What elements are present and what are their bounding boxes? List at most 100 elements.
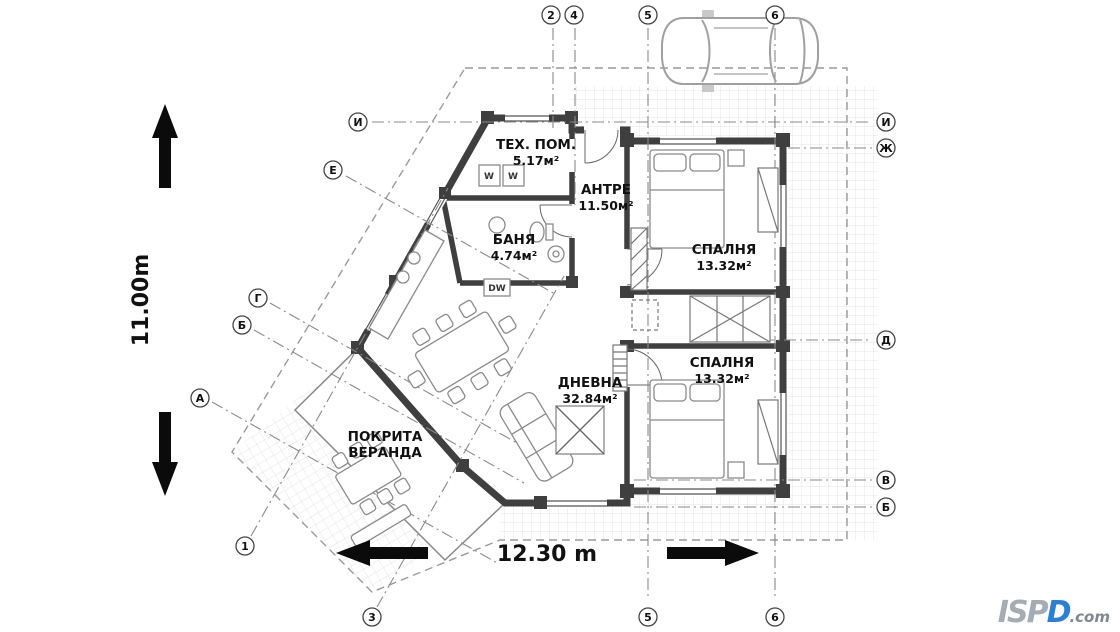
axis-mark-left-b: Б — [232, 315, 252, 335]
window-glass — [365, 115, 787, 507]
room-living-area: 32.84м² — [562, 391, 617, 406]
builtin-cabinets — [612, 167, 779, 465]
axis-mark-right-i: И — [876, 112, 896, 132]
lot-boundary — [231, 67, 848, 593]
axis-mark-left-a: А — [190, 388, 210, 408]
room-bedroom1-name: СПАЛНЯ — [692, 242, 757, 258]
room-tech-area: 5.17м² — [513, 153, 560, 168]
room-bedroom2-name: СПАЛНЯ — [690, 355, 755, 371]
coffee-table — [555, 405, 605, 455]
axis-mark-bottom-3: 3 — [362, 607, 382, 627]
axis-mark-top-4: 4 — [564, 5, 584, 25]
washer-box — [478, 164, 501, 187]
room-hall-name: АНТРЕ — [581, 182, 631, 198]
bed-2 — [649, 379, 745, 479]
svg-text:5: 5 — [644, 611, 652, 624]
axis-mark-left-i: И — [348, 112, 368, 132]
sink — [488, 216, 506, 234]
svg-text:2: 2 — [547, 9, 555, 22]
entrance-opening — [584, 124, 620, 136]
room-bedroom1-area: 13.32м² — [696, 258, 751, 273]
sofa — [499, 392, 574, 482]
axis-mark-top-5: 5 — [638, 5, 658, 25]
axis-mark-top-6: 6 — [765, 5, 785, 25]
car-trunk-line — [799, 18, 806, 84]
vertical-dimension: 11.00m — [129, 104, 178, 496]
horizontal-dimension-label: 12.30 m — [497, 542, 597, 567]
axis-mark-top-2: 2 — [541, 5, 561, 25]
svg-text:1: 1 — [241, 540, 249, 553]
axis-mark-left-g: Г — [248, 288, 268, 308]
bed-1 — [649, 149, 745, 249]
dishwasher-label: DW — [488, 284, 505, 294]
svg-text:Г: Г — [254, 292, 261, 305]
axis-mark-right-v: В — [876, 470, 896, 490]
axis-mark-right-b: Б — [876, 497, 896, 517]
veranda-furniture — [331, 431, 412, 548]
axis-mark-right-d: Д — [876, 330, 896, 350]
axis-mark-right-zh: Ж — [876, 138, 896, 158]
bench — [350, 504, 412, 548]
room-veranda-line2: ВЕРАНДА — [348, 445, 422, 461]
dishwasher-box — [483, 278, 511, 297]
svg-text:И: И — [881, 116, 890, 129]
room-tech-name: ТЕХ. ПОМ. — [496, 137, 576, 153]
svg-text:3: 3 — [368, 611, 376, 624]
room-bath-name: БАНЯ — [493, 232, 535, 248]
vertical-dimension-label: 11.00m — [129, 254, 154, 347]
washer-box — [502, 164, 525, 187]
svg-text:А: А — [196, 392, 205, 405]
svg-text:Ж: Ж — [879, 142, 893, 155]
car-roof-lines — [714, 27, 768, 75]
arrow-right — [725, 540, 759, 566]
car-rear-window — [769, 19, 777, 83]
room-bedroom2-area: 13.32м² — [694, 371, 749, 386]
kitchen-counter — [368, 229, 511, 340]
toilet — [529, 221, 545, 243]
car-body — [661, 17, 819, 85]
burner — [396, 270, 410, 284]
nightstand — [727, 149, 745, 167]
washer1-label: W — [484, 172, 494, 182]
axis-marks: 2 4 5 6 1 3 5 6 И Е Г Б А И Ж Д В Б — [190, 5, 896, 627]
logo-suffix: .com — [1069, 608, 1110, 626]
room-labels: ТЕХ. ПОМ. 5.17м² АНТРЕ 11.50м² БАНЯ 4.74… — [348, 137, 757, 461]
svg-text:5: 5 — [644, 9, 652, 22]
car-mirror — [702, 10, 714, 17]
axis-mark-bottom-5: 5 — [638, 607, 658, 627]
svg-text:И: И — [353, 116, 362, 129]
svg-text:В: В — [882, 474, 890, 487]
svg-text:Е: Е — [329, 164, 337, 177]
svg-text:Б: Б — [882, 501, 890, 514]
burner — [407, 251, 421, 265]
arrow-down — [152, 462, 178, 496]
room-bath-area: 4.74м² — [491, 248, 538, 263]
site-grid-right — [500, 86, 878, 540]
axis-mark-bottom-1: 1 — [235, 536, 255, 556]
nightstand — [727, 461, 745, 479]
car-mirror — [702, 85, 714, 92]
axis-lines — [211, 28, 872, 608]
car-windshield — [701, 19, 711, 83]
logo: ISPD.com — [998, 598, 1110, 628]
car — [661, 10, 819, 92]
svg-text:Б: Б — [238, 319, 246, 332]
axis-mark-left-e: Е — [323, 160, 343, 180]
bath-fixtures — [488, 216, 565, 263]
washers — [478, 164, 525, 187]
room-veranda-line1: ПОКРИТА — [348, 429, 423, 445]
axis-mark-bottom-6: 6 — [765, 607, 785, 627]
arrow-left — [336, 540, 370, 566]
svg-text:6: 6 — [771, 611, 779, 624]
svg-text:Д: Д — [881, 334, 891, 347]
svg-text:4: 4 — [570, 9, 578, 22]
horizontal-dimension: 12.30 m — [336, 540, 759, 567]
hall-cabinet — [630, 227, 648, 291]
svg-text:6: 6 — [771, 9, 779, 22]
room-hall-area: 11.50м² — [578, 198, 633, 213]
washer2-label: W — [508, 172, 518, 182]
arrow-up — [152, 104, 178, 138]
furniture — [331, 149, 745, 548]
